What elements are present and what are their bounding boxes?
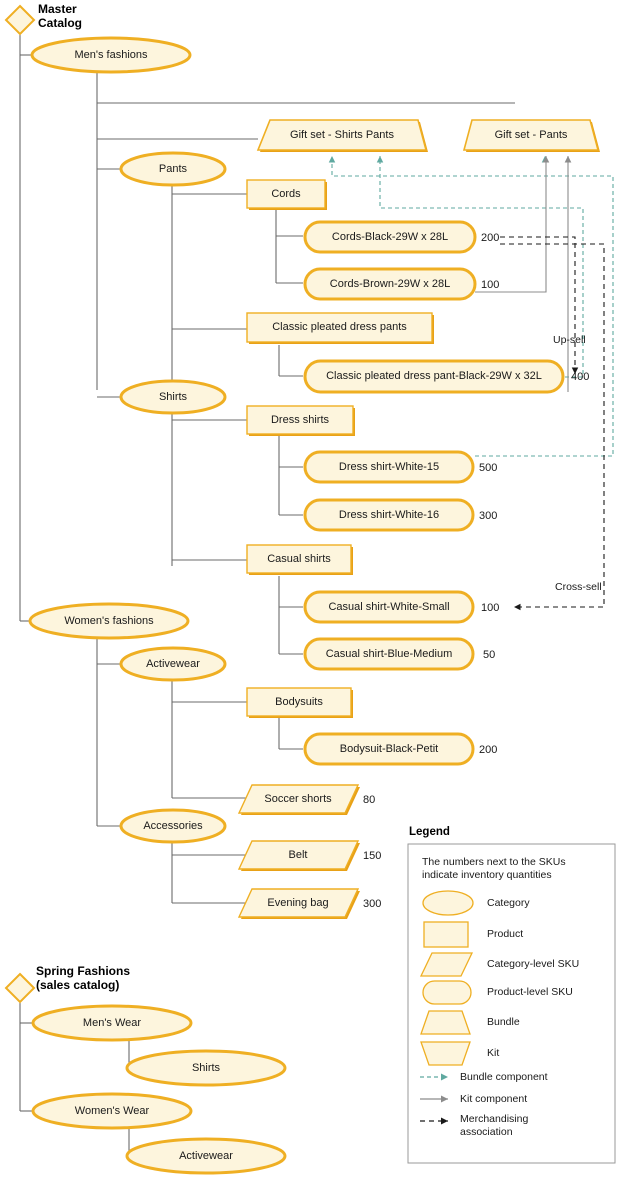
node-mens-wear[interactable]	[31, 1004, 193, 1042]
node-activewear[interactable]	[119, 646, 227, 682]
node-cords-brown[interactable]	[303, 267, 477, 301]
node-casual-shirts[interactable]	[246, 544, 353, 575]
legend-shape-bundle	[420, 1010, 471, 1035]
qty-casual-shirt-white-small: 100	[481, 601, 500, 614]
node-classic-pleated-dress-pants[interactable]	[246, 312, 434, 344]
qty-dress-shirt-white-16: 300	[479, 509, 498, 522]
annotation-up-sell: Up-sell	[553, 334, 586, 346]
catalog-icon-spring	[4, 972, 36, 1004]
qty-cords-black: 200	[481, 231, 500, 244]
qty-dress-shirt-white-15: 500	[479, 461, 498, 474]
node-womens-fashions[interactable]	[28, 602, 190, 640]
node-casual-shirt-white-small[interactable]	[303, 590, 475, 624]
legend-shape-product-sku	[422, 980, 472, 1005]
node-classic-pleated-dress-pant-black[interactable]	[303, 359, 565, 394]
qty-casual-shirt-blue-medium: 50	[483, 648, 496, 661]
node-dress-shirt-white-15[interactable]	[303, 450, 475, 484]
annotation-cross-sell: Cross-sell	[555, 581, 602, 593]
qty-soccer-shorts: 80	[363, 793, 376, 806]
node-dress-shirt-white-16[interactable]	[303, 498, 475, 532]
legend-label-merch-association: Merchandising association	[460, 1113, 529, 1138]
node-casual-shirt-blue-medium[interactable]	[303, 637, 475, 671]
node-bodysuit-black-petit[interactable]	[303, 732, 475, 766]
node-mens-fashions[interactable]	[30, 36, 192, 74]
legend-title: Legend	[409, 826, 450, 838]
legend-label-product-sku: Product-level SKU	[487, 986, 573, 998]
legend-label-category: Category	[487, 897, 530, 909]
legend-shape-category-sku	[419, 952, 474, 977]
node-spring-shirts[interactable]	[125, 1049, 287, 1087]
merch-association-links	[500, 236, 605, 611]
legend-shape-category	[422, 890, 474, 916]
qty-classic-pleated-dress-pant-black: 400	[571, 370, 590, 383]
legend-shape-product	[423, 921, 469, 948]
node-evening-bag[interactable]	[237, 888, 360, 919]
node-spring-activewear[interactable]	[125, 1137, 287, 1175]
bundle-component-links	[328, 156, 614, 457]
node-cords-black[interactable]	[303, 220, 477, 254]
legend-label-kit: Kit	[487, 1047, 500, 1059]
legend-label-bundle-component: Bundle component	[460, 1071, 548, 1083]
tree-connectors	[19, 28, 515, 904]
node-cords[interactable]	[246, 179, 327, 210]
legend-note: The numbers next to the SKUs indicate in…	[422, 856, 566, 881]
qty-bodysuit-black-petit: 200	[479, 743, 498, 756]
node-dress-shirts[interactable]	[246, 405, 355, 436]
node-womens-wear[interactable]	[31, 1092, 193, 1130]
node-soccer-shorts[interactable]	[237, 784, 360, 815]
node-giftset-pants[interactable]	[462, 119, 600, 152]
catalog-heading-spring: Spring Fashions (sales catalog)	[36, 964, 131, 992]
legend-label-bundle: Bundle	[487, 1016, 520, 1028]
node-bodysuits[interactable]	[246, 687, 353, 718]
legend-label-product: Product	[487, 928, 524, 940]
node-belt[interactable]	[237, 840, 360, 871]
node-giftset-shirts-pants[interactable]	[256, 119, 428, 152]
qty-evening-bag: 300	[363, 897, 382, 910]
qty-belt: 150	[363, 849, 382, 862]
catalog-icon-master	[4, 4, 36, 36]
kit-component-links	[475, 156, 572, 392]
legend-shape-kit	[420, 1041, 471, 1066]
node-accessories[interactable]	[119, 808, 227, 844]
qty-cords-brown: 100	[481, 278, 500, 291]
node-pants[interactable]	[119, 151, 227, 187]
node-shirts[interactable]	[119, 379, 227, 415]
catalog-heading-master: Master Catalog	[38, 2, 83, 30]
legend-label-kit-component: Kit component	[460, 1093, 528, 1105]
legend-label-category-sku: Category-level SKU	[487, 958, 580, 970]
